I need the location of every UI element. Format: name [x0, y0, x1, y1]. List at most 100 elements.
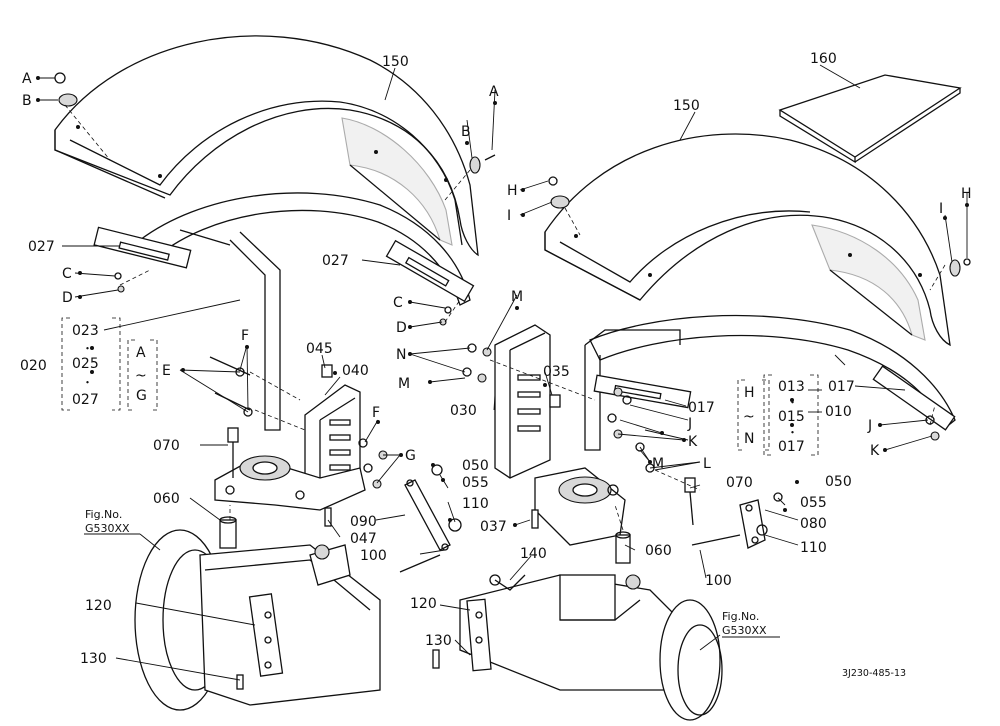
label-100-right: 100 — [705, 573, 732, 589]
label-027-center: 027 — [322, 253, 349, 269]
label-100-left: 100 — [360, 548, 387, 564]
figure-references: Fig.No. G530XX Fig.No. G530XX — [85, 508, 767, 637]
range-dot-right-2: ・ — [787, 426, 798, 439]
assembly-lines — [64, 104, 946, 531]
label-023: 023 — [72, 323, 99, 339]
letter-N: N — [396, 347, 406, 363]
letter-B-left: B — [22, 93, 32, 109]
label-070-right: 070 — [726, 475, 753, 491]
letter-A-range: A — [136, 345, 146, 361]
range-symbols: ~ ~ ・ ・ ・ ・ — [82, 342, 798, 439]
range-dot-left-1: ・ — [82, 342, 93, 355]
letter-C-left: C — [62, 266, 72, 282]
label-050-center: 050 — [462, 458, 489, 474]
label-150-right: 150 — [673, 98, 700, 114]
label-047: 047 — [350, 531, 377, 547]
letter-B-center: B — [461, 124, 471, 140]
left-axle-housing — [134, 516, 381, 711]
label-130-right: 130 — [425, 633, 452, 649]
label-050-right: 050 — [825, 474, 852, 490]
link-arm-080 — [739, 499, 766, 549]
drawing-code: 3J230-485-13 — [842, 668, 906, 679]
letter-M-top: M — [511, 289, 523, 305]
right-fender-stay — [584, 314, 956, 451]
fig-ref-right-label: Fig.No. — [722, 610, 759, 623]
letter-labels: A B C D E F F G A B H I I H C D M N M J … — [22, 71, 972, 472]
letter-K-center: K — [688, 434, 698, 450]
label-025: 025 — [72, 356, 99, 372]
label-090: 090 — [350, 514, 377, 530]
range-tilde-right: ~ — [743, 409, 755, 425]
label-110-center: 110 — [462, 496, 489, 512]
label-010: 010 — [825, 404, 852, 420]
link-arm-090 — [404, 479, 451, 551]
label-055-center: 055 — [462, 475, 489, 491]
label-015: 015 — [778, 409, 805, 425]
label-040: 040 — [342, 363, 369, 379]
label-120-right: 120 — [410, 596, 437, 612]
label-120-left: 120 — [85, 598, 112, 614]
right-axle-housing — [459, 531, 723, 721]
label-060-left: 060 — [153, 491, 180, 507]
label-035: 035 — [543, 364, 570, 380]
right-fender — [544, 133, 951, 347]
letter-H-range: H — [744, 385, 755, 401]
letter-N-range: N — [744, 431, 754, 447]
label-027-range: 027 — [72, 392, 99, 408]
label-020: 020 — [20, 358, 47, 374]
left-fender-stay — [93, 192, 475, 431]
range-dot-left-2: ・ — [82, 376, 93, 389]
label-055-right: 055 — [800, 495, 827, 511]
label-027-left: 027 — [28, 239, 55, 255]
fig-ref-left-number: G530XX — [85, 522, 130, 535]
label-130-left: 130 — [80, 651, 107, 667]
label-017-center: 017 — [688, 400, 715, 416]
letter-M-left: M — [398, 376, 410, 392]
letter-A-center: A — [489, 84, 499, 100]
label-140: 140 — [520, 546, 547, 562]
hardware-left — [54, 72, 971, 536]
letter-J-center: J — [687, 416, 692, 432]
letter-G-range: G — [136, 388, 147, 404]
sheet-160 — [778, 74, 962, 164]
letter-I-center: I — [507, 208, 511, 224]
letter-M-bottom: M — [652, 456, 664, 472]
letter-A-left: A — [22, 71, 32, 87]
label-060-right: 060 — [645, 543, 672, 559]
letter-G: G — [405, 448, 416, 464]
range-braces — [61, 317, 819, 456]
leader-lines — [38, 64, 968, 681]
label-070-left: 070 — [153, 438, 180, 454]
label-030: 030 — [450, 403, 477, 419]
left-bracket-040 — [214, 384, 366, 511]
right-bracket-030 — [494, 324, 626, 546]
label-080: 080 — [800, 516, 827, 532]
letter-E: E — [162, 363, 171, 379]
letter-D-left: D — [62, 290, 73, 306]
range-dot-right-1: ・ — [787, 396, 798, 409]
label-045: 045 — [306, 341, 333, 357]
letter-F-center: F — [372, 405, 380, 421]
bolts — [209, 356, 741, 690]
letter-L: L — [703, 456, 711, 472]
fig-ref-left-leader — [139, 533, 161, 551]
fig-ref-right-number: G530XX — [722, 624, 767, 637]
letter-J-right: J — [867, 418, 872, 434]
letter-C-center: C — [393, 295, 403, 311]
letter-H-right: H — [961, 186, 972, 202]
letter-K-right: K — [870, 443, 880, 459]
label-037: 037 — [480, 519, 507, 535]
label-160: 160 — [810, 51, 837, 67]
label-013: 013 — [778, 379, 805, 395]
range-tilde-left: ~ — [135, 368, 147, 384]
label-150-left: 150 — [382, 54, 409, 70]
letter-H-center: H — [507, 183, 518, 199]
part-labels: 150 150 160 027 027 023 025 027 020 045 … — [20, 51, 855, 667]
label-017-right: 017 — [828, 379, 855, 395]
fig-ref-left-label: Fig.No. — [85, 508, 122, 521]
left-fender — [54, 35, 479, 257]
label-017-range: 017 — [778, 439, 805, 455]
label-dots — [36, 76, 969, 527]
letter-F-left: F — [241, 328, 249, 344]
